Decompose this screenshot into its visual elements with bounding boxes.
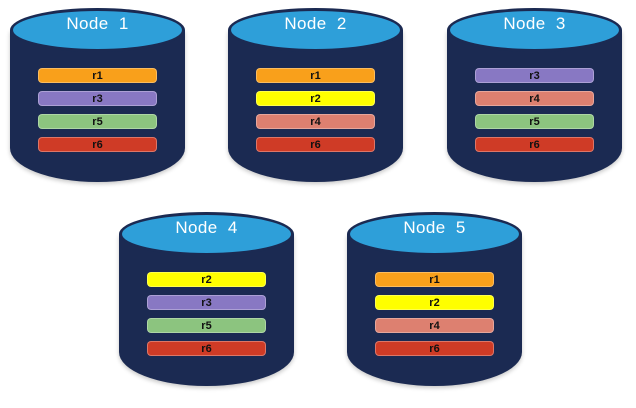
record-bar-r2[interactable]: r2: [375, 295, 494, 310]
record-bar-r6[interactable]: r6: [38, 137, 157, 152]
record-bar-r5[interactable]: r5: [38, 114, 157, 129]
record-bar-r3[interactable]: r3: [147, 295, 266, 310]
record-bar-r1[interactable]: r1: [256, 68, 375, 83]
record-list: r2 r3 r5 r6: [147, 272, 266, 356]
node-cylinder-body: [119, 234, 294, 386]
record-bar-r1[interactable]: r1: [38, 68, 157, 83]
node-cylinder-body: [10, 30, 185, 182]
record-bar-r6[interactable]: r6: [375, 341, 494, 356]
record-bar-r5[interactable]: r5: [475, 114, 594, 129]
record-list: r3 r4 r5 r6: [475, 68, 594, 152]
node-cylinder-top-icon: [10, 8, 185, 52]
record-bar-r6[interactable]: r6: [475, 137, 594, 152]
node-cylinder-top-icon: [347, 212, 522, 256]
record-bar-r3[interactable]: r3: [38, 91, 157, 106]
record-bar-r4[interactable]: r4: [375, 318, 494, 333]
record-bar-r3[interactable]: r3: [475, 68, 594, 83]
record-list: r1 r2 r4 r6: [375, 272, 494, 356]
node-cylinder-top-icon: [228, 8, 403, 52]
node-cylinder-body: [447, 30, 622, 182]
record-bar-r4[interactable]: r4: [475, 91, 594, 106]
record-bar-r6[interactable]: r6: [256, 137, 375, 152]
node-cylinder-top-icon: [447, 8, 622, 52]
node-cylinder-top-icon: [119, 212, 294, 256]
record-list: r1 r3 r5 r6: [38, 68, 157, 152]
record-bar-r4[interactable]: r4: [256, 114, 375, 129]
record-bar-r2[interactable]: r2: [147, 272, 266, 287]
record-bar-r2[interactable]: r2: [256, 91, 375, 106]
node-cylinder-body: [347, 234, 522, 386]
record-list: r1 r2 r4 r6: [256, 68, 375, 152]
record-bar-r6[interactable]: r6: [147, 341, 266, 356]
record-bar-r5[interactable]: r5: [147, 318, 266, 333]
record-bar-r1[interactable]: r1: [375, 272, 494, 287]
node-cylinder-body: [228, 30, 403, 182]
